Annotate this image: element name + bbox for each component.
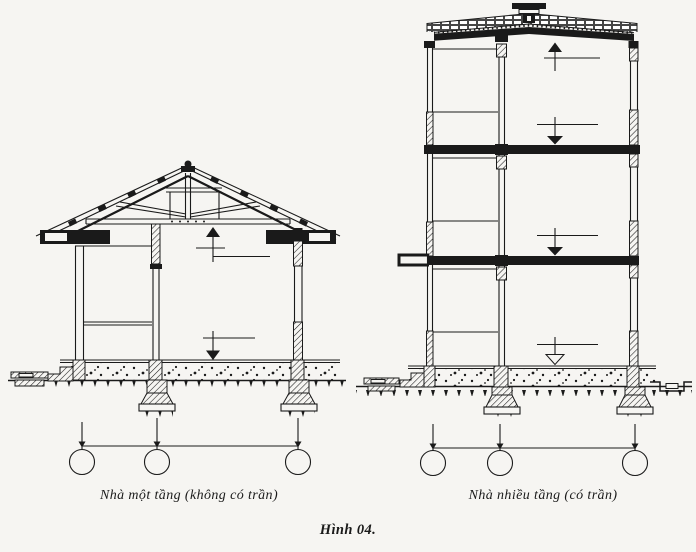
level-marker-floor2	[537, 228, 598, 256]
drain-gutter-right	[650, 381, 692, 392]
footing	[483, 386, 521, 420]
left-wall	[426, 48, 434, 367]
grid-axes	[419, 424, 649, 477]
roof-purlins	[67, 176, 309, 227]
entry-canopy	[397, 253, 429, 267]
left-eave-gutter	[40, 230, 110, 244]
level-marker-upper	[196, 227, 270, 262]
grid-bubble	[621, 449, 649, 477]
drain-gutter	[363, 377, 400, 392]
level-marker-floor3	[537, 117, 598, 145]
ridge-cap	[181, 160, 195, 172]
entry-steps	[47, 362, 74, 382]
grid-bubble	[143, 448, 171, 476]
grid-bubble	[419, 449, 447, 477]
footing	[138, 379, 176, 418]
grid-axes	[68, 418, 312, 476]
grid-bubble	[284, 448, 312, 476]
walls	[74, 223, 303, 361]
floor-slabs	[424, 145, 640, 265]
footing	[280, 379, 318, 418]
figure-label: Hình 04.	[319, 522, 377, 538]
left-cornice	[405, 32, 435, 48]
multi-story-building-section	[356, 3, 692, 477]
right-wall	[629, 47, 639, 367]
level-marker-floor	[203, 331, 255, 360]
one-story-house-section	[8, 160, 346, 476]
middle-column	[495, 31, 508, 366]
roof-truss	[85, 173, 291, 225]
grid-bubble	[486, 449, 514, 477]
right-drawing-caption: Nhà nhiều tầng (có trần)	[468, 488, 618, 503]
roof-vent-cap	[512, 3, 546, 23]
footing	[616, 386, 654, 420]
ceiling-lines	[433, 48, 498, 333]
level-marker-roof	[544, 42, 600, 71]
level-marker-ground	[537, 337, 598, 366]
grid-bubble	[68, 448, 96, 476]
flat-roof	[423, 12, 641, 42]
left-drawing-caption: Nhà một tầng (không có trần)	[99, 488, 279, 503]
right-cornice	[628, 32, 662, 48]
entry-steps	[399, 368, 425, 388]
drain-gutter	[10, 371, 49, 387]
